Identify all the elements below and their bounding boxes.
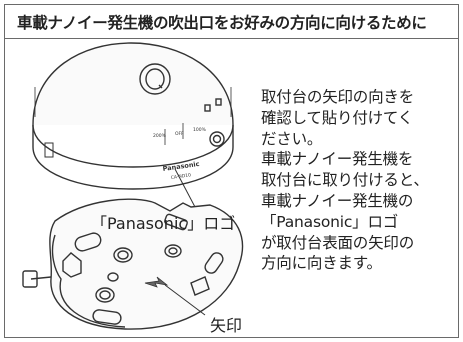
device-dome: [32, 42, 234, 190]
arrow-callout-label: 矢印: [210, 316, 243, 335]
arrow-callout-line: [164, 284, 206, 316]
mode-label: OFF: [175, 131, 184, 137]
instruction-step-1: 取付台の矢印の向きを 確認して貼り付けてく ださい。: [261, 88, 415, 148]
logo-callout-label: 「Panasonic」ロゴ: [91, 214, 236, 233]
illustration: Panasonic CA-ND10 200% OFF 100%: [5, 39, 265, 339]
instruction-text: 取付台の矢印の向きを 確認して貼り付けてく ださい。 車載ナノイー発生機を 取付…: [261, 87, 461, 274]
mounting-base: [22, 198, 244, 330]
brand-mark: Panasonic: [162, 160, 200, 173]
logo-callout-line: [174, 168, 196, 208]
mode-label: 200%: [153, 133, 167, 139]
instruction-panel: 車載ナノイー発生機の吹出口をお好みの方向に向けるために: [4, 4, 459, 338]
panel-title: 車載ナノイー発生機の吹出口をお好みの方向に向けるために: [5, 5, 458, 39]
device-markings: Panasonic CA-ND10 200% OFF 100%: [153, 127, 207, 181]
model-mark: CA-ND10: [170, 172, 191, 181]
instruction-step-2: 車載ナノイー発生機を 取付台に取り付けると、 車載ナノイー発生機の 「Panas…: [261, 150, 429, 273]
mode-label: 100%: [193, 127, 207, 133]
arrow-mark: [144, 276, 169, 288]
